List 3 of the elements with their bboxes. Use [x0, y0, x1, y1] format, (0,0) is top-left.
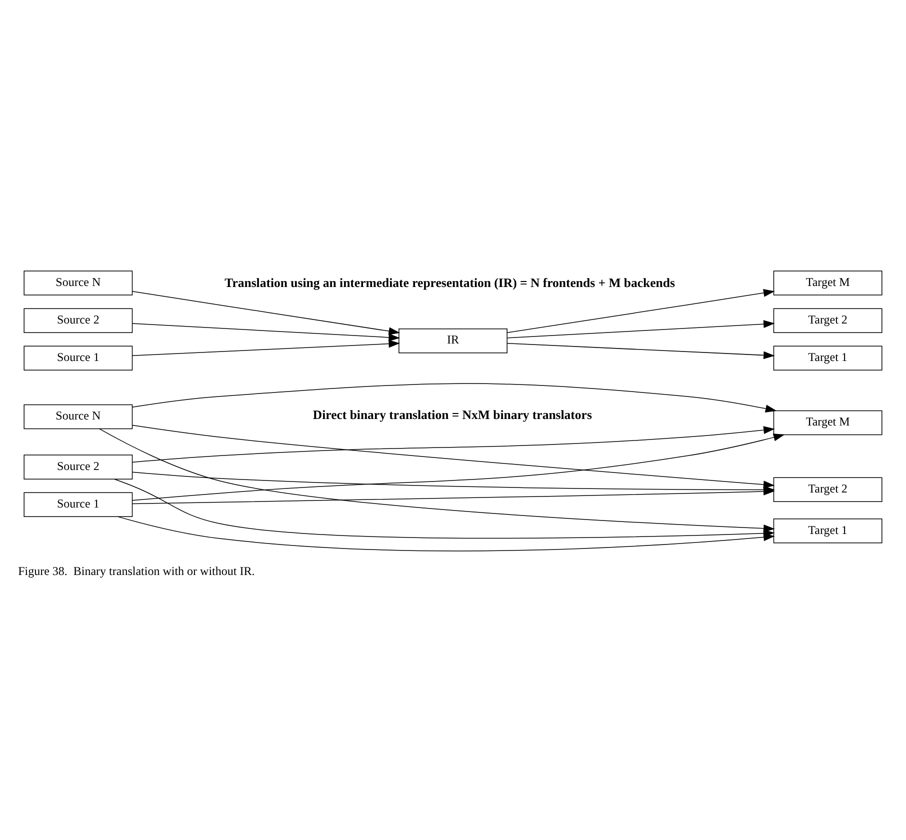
- label: Translation using an intermediate representation (IR) = N frontends + M backends: [224, 275, 675, 290]
- label: Direct binary translation = NxM binary translators: [312, 408, 592, 422]
- caption: Figure 38. Binary translation with or without IR.: [18, 564, 255, 578]
